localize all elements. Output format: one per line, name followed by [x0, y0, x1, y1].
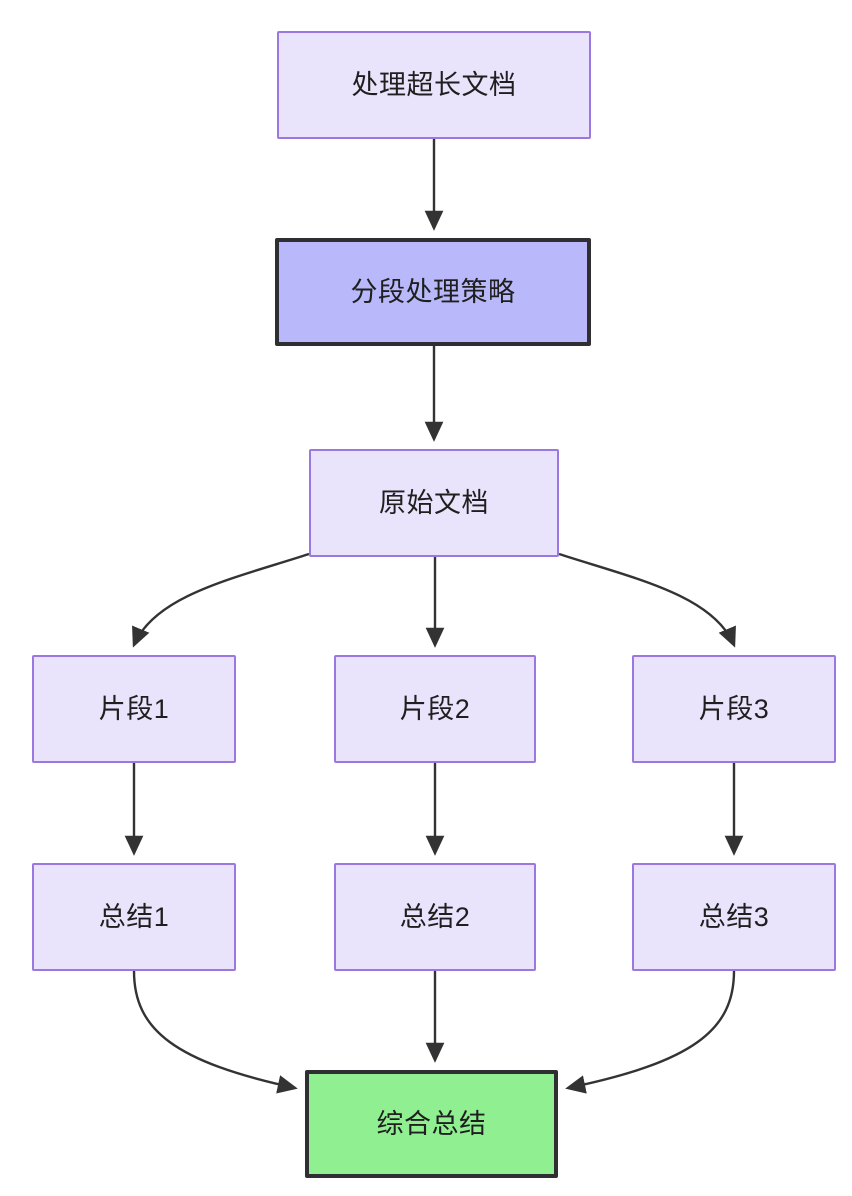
node-source-document[interactable]: 原始文档 — [309, 449, 559, 557]
node-summary-3[interactable]: 总结3 — [632, 863, 836, 971]
node-label: 片段1 — [98, 693, 170, 724]
node-chunk-3[interactable]: 片段3 — [632, 655, 836, 763]
node-final-summary[interactable]: 综合总结 — [305, 1070, 558, 1178]
node-chunking-strategy[interactable]: 分段处理策略 — [275, 238, 591, 346]
node-label: 处理超长文档 — [351, 69, 517, 100]
edge-summary3-to-final — [565, 970, 736, 1094]
node-label: 总结2 — [399, 901, 471, 932]
node-chunk-1[interactable]: 片段1 — [32, 655, 236, 763]
node-label: 原始文档 — [379, 487, 489, 518]
node-label: 综合总结 — [376, 1108, 487, 1139]
node-label: 片段3 — [698, 693, 770, 724]
node-label: 总结3 — [698, 901, 770, 932]
edge-source-to-chunk3 — [558, 552, 736, 648]
node-label: 总结1 — [98, 901, 170, 932]
node-chunk-2[interactable]: 片段2 — [334, 655, 536, 763]
edge-source-to-chunk1 — [132, 552, 310, 648]
node-summary-2[interactable]: 总结2 — [334, 863, 536, 971]
node-label: 片段2 — [399, 693, 471, 724]
edge-summary1-to-final — [132, 970, 298, 1094]
node-label: 分段处理策略 — [350, 276, 516, 307]
node-process-long-document[interactable]: 处理超长文档 — [277, 31, 591, 139]
node-summary-1[interactable]: 总结1 — [32, 863, 236, 971]
